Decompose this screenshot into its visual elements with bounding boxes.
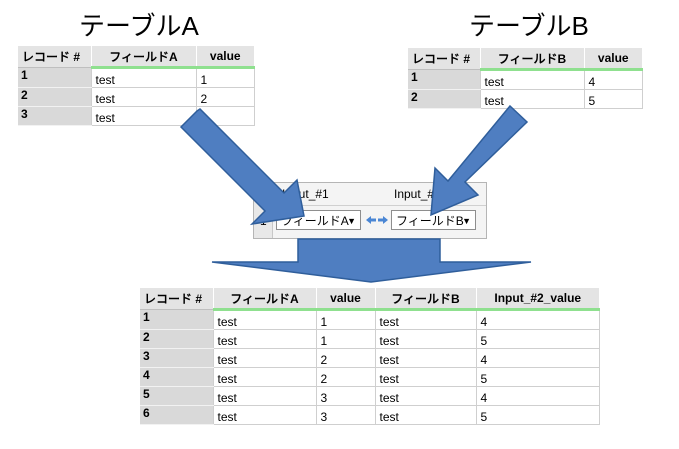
row-number: 1 <box>408 69 480 90</box>
cell-field-b: test <box>374 329 477 349</box>
field-b-select-value: フィールドB <box>396 214 464 228</box>
cell-value: 2 <box>195 87 255 107</box>
column-header-value: value <box>315 288 375 311</box>
row-number: 1 <box>140 309 213 330</box>
table-a-title: テーブルA <box>79 11 199 41</box>
table-a: レコード # フィールドA value 1 test 1 2 test 2 3 … <box>18 46 255 126</box>
cell-input2-value: 5 <box>475 405 600 425</box>
cell-input2-value: 4 <box>475 348 600 368</box>
row-number: 2 <box>18 87 91 107</box>
cell-field-a: test <box>90 87 197 107</box>
table-row: 5 test 3 test 4 <box>140 386 600 406</box>
input-2-header: Input_#2 <box>394 187 441 201</box>
caret-down-icon: ▼ <box>462 216 471 226</box>
row-number: 3 <box>18 106 91 126</box>
bidirectional-arrows-icon[interactable] <box>365 212 389 228</box>
cell-value: 2 <box>315 367 376 387</box>
column-header-field-b: フィールドB <box>479 48 584 71</box>
arrow-mapping-to-result <box>211 238 532 283</box>
cell-value: 1 <box>195 67 255 88</box>
cell-value: 1 <box>315 329 376 349</box>
table-b: レコード # フィールドB value 1 test 4 2 test 5 <box>408 48 643 109</box>
table-row: 4 test 2 test 5 <box>140 367 600 387</box>
cell-input2-value: 5 <box>475 329 600 349</box>
table-row: 3 test 2 test 4 <box>140 348 600 368</box>
row-number: 5 <box>140 386 213 406</box>
arrow-table-a-to-mapping <box>179 108 305 226</box>
header-divider <box>273 205 486 206</box>
column-header-value: value <box>583 48 642 71</box>
table-row: 2 test 5 <box>408 89 643 109</box>
row-number: 2 <box>408 89 480 109</box>
table-b-title: テーブルB <box>469 11 589 41</box>
column-header-value: value <box>195 46 254 69</box>
cell-field-b: test <box>374 405 477 425</box>
arrow-table-b-to-mapping <box>430 104 529 217</box>
table-row: 2 test 2 <box>18 87 255 107</box>
cell-value: 5 <box>583 89 643 109</box>
table-row: 6 test 3 test 5 <box>140 405 600 425</box>
cell-field-b: test <box>374 386 477 406</box>
cell-field-b: test <box>374 309 477 330</box>
row-number: 2 <box>140 329 213 349</box>
cell-value: 1 <box>315 309 376 330</box>
row-number: 4 <box>140 367 213 387</box>
cell-field-b: test <box>479 89 585 109</box>
table-row: 2 test 1 test 5 <box>140 329 600 349</box>
column-header-field-a: フィールドA <box>90 46 196 69</box>
row-number: 1 <box>18 67 91 88</box>
table-row: 1 test 1 <box>18 67 255 88</box>
column-header-record: レコード # <box>18 46 91 68</box>
column-header-record: レコード # <box>140 288 213 310</box>
cell-input2-value: 4 <box>475 386 600 406</box>
result-table: レコード # フィールドA value フィールドB Input_#2_valu… <box>140 288 600 425</box>
column-header-field-b: フィールドB <box>374 288 476 311</box>
cell-field-a: test <box>90 106 197 126</box>
cell-field-a: test <box>212 405 317 425</box>
column-header-field-a: フィールドA <box>212 288 316 311</box>
cell-field-a: test <box>212 367 317 387</box>
cell-input2-value: 5 <box>475 367 600 387</box>
column-header-record: レコード # <box>408 48 480 70</box>
cell-field-b: test <box>374 348 477 368</box>
column-header-input2-value: Input_#2_value <box>475 288 599 311</box>
cell-field-a: test <box>212 386 317 406</box>
caret-down-icon: ▼ <box>347 216 356 226</box>
cell-value: 3 <box>315 386 376 406</box>
field-b-select[interactable]: フィールドB ▼ <box>391 210 476 230</box>
row-number: 3 <box>140 348 213 368</box>
row-number: 6 <box>140 405 213 425</box>
table-row: 1 test 1 test 4 <box>140 309 600 330</box>
cell-field-b: test <box>374 367 477 387</box>
table-row: 1 test 4 <box>408 69 643 90</box>
